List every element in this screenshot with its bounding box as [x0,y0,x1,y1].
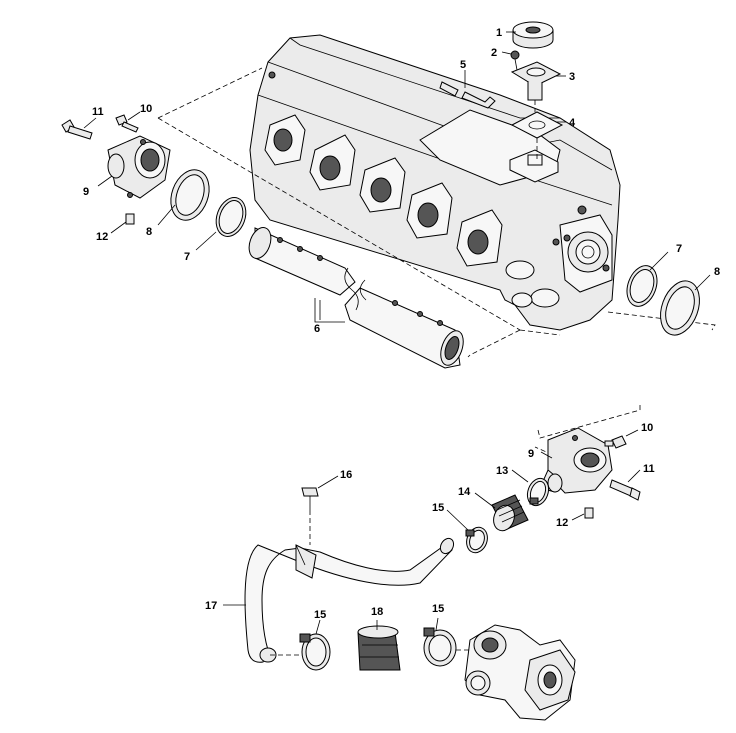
part-9-elbow-upper [107,135,171,199]
leader-lines [83,31,711,635]
part-12-plug-upper [125,213,135,225]
part-15-clamp-upper [465,526,488,554]
callout-labels: 1 2 3 4 5 11 10 9 12 8 7 7 8 6 10 9 11 1… [83,27,720,621]
callout-11-upper: 11 [92,106,104,118]
part-5-hoses [439,81,496,109]
callout-2: 2 [491,47,497,59]
callout-11-lower: 11 [643,463,655,475]
callout-18: 18 [371,606,383,618]
cylinder-head [249,34,621,331]
callout-8-right: 8 [714,266,720,278]
part-15-clamp-lower-left [299,633,331,671]
exhaust-ports [264,114,503,267]
callout-12-lower: 12 [556,517,568,529]
part-18-hose [357,625,401,671]
callout-12-upper: 12 [96,231,108,243]
callout-14: 14 [458,486,471,498]
callout-10-upper: 10 [140,103,152,115]
part-3-housing [510,61,562,101]
callout-10-lower: 10 [641,422,653,434]
part-16-bolt [301,487,319,545]
callout-1: 1 [496,27,502,39]
part-11-bolt-upper [61,119,93,140]
callout-7-right: 7 [676,243,682,255]
thermostat-housing-lower [464,624,576,721]
callout-8-left: 8 [146,226,152,238]
callout-9-upper: 9 [83,186,89,198]
part-11-bolt-lower [609,479,641,501]
callout-15-lower-left: 15 [314,609,326,621]
part-10-screw-upper [115,114,139,133]
part-6-tube [248,227,464,369]
part-10-screw-lower [604,435,627,449]
part-2-screw [510,50,520,71]
part-13-clamp [526,477,550,507]
callout-3: 3 [569,71,575,83]
callout-17: 17 [205,600,217,612]
part-9-elbow-lower [539,427,613,494]
callout-15-lower-right: 15 [432,603,444,615]
callout-4: 4 [569,117,576,129]
part-14-hose [491,494,529,532]
part-12-plug-lower [584,507,594,519]
head-outline-dashed [157,67,716,356]
callout-16: 16 [340,469,352,481]
callout-9-lower: 9 [528,448,534,460]
part-17-pipe [244,537,455,663]
callout-13: 13 [496,465,508,477]
callout-7-left: 7 [184,251,190,263]
callout-6: 6 [314,323,320,335]
callout-5: 5 [460,59,466,71]
part-15-clamp-lower-right [423,627,457,667]
part-1-cap [512,21,554,49]
callout-15-upper: 15 [432,502,444,514]
part-4-gasket [510,111,564,139]
